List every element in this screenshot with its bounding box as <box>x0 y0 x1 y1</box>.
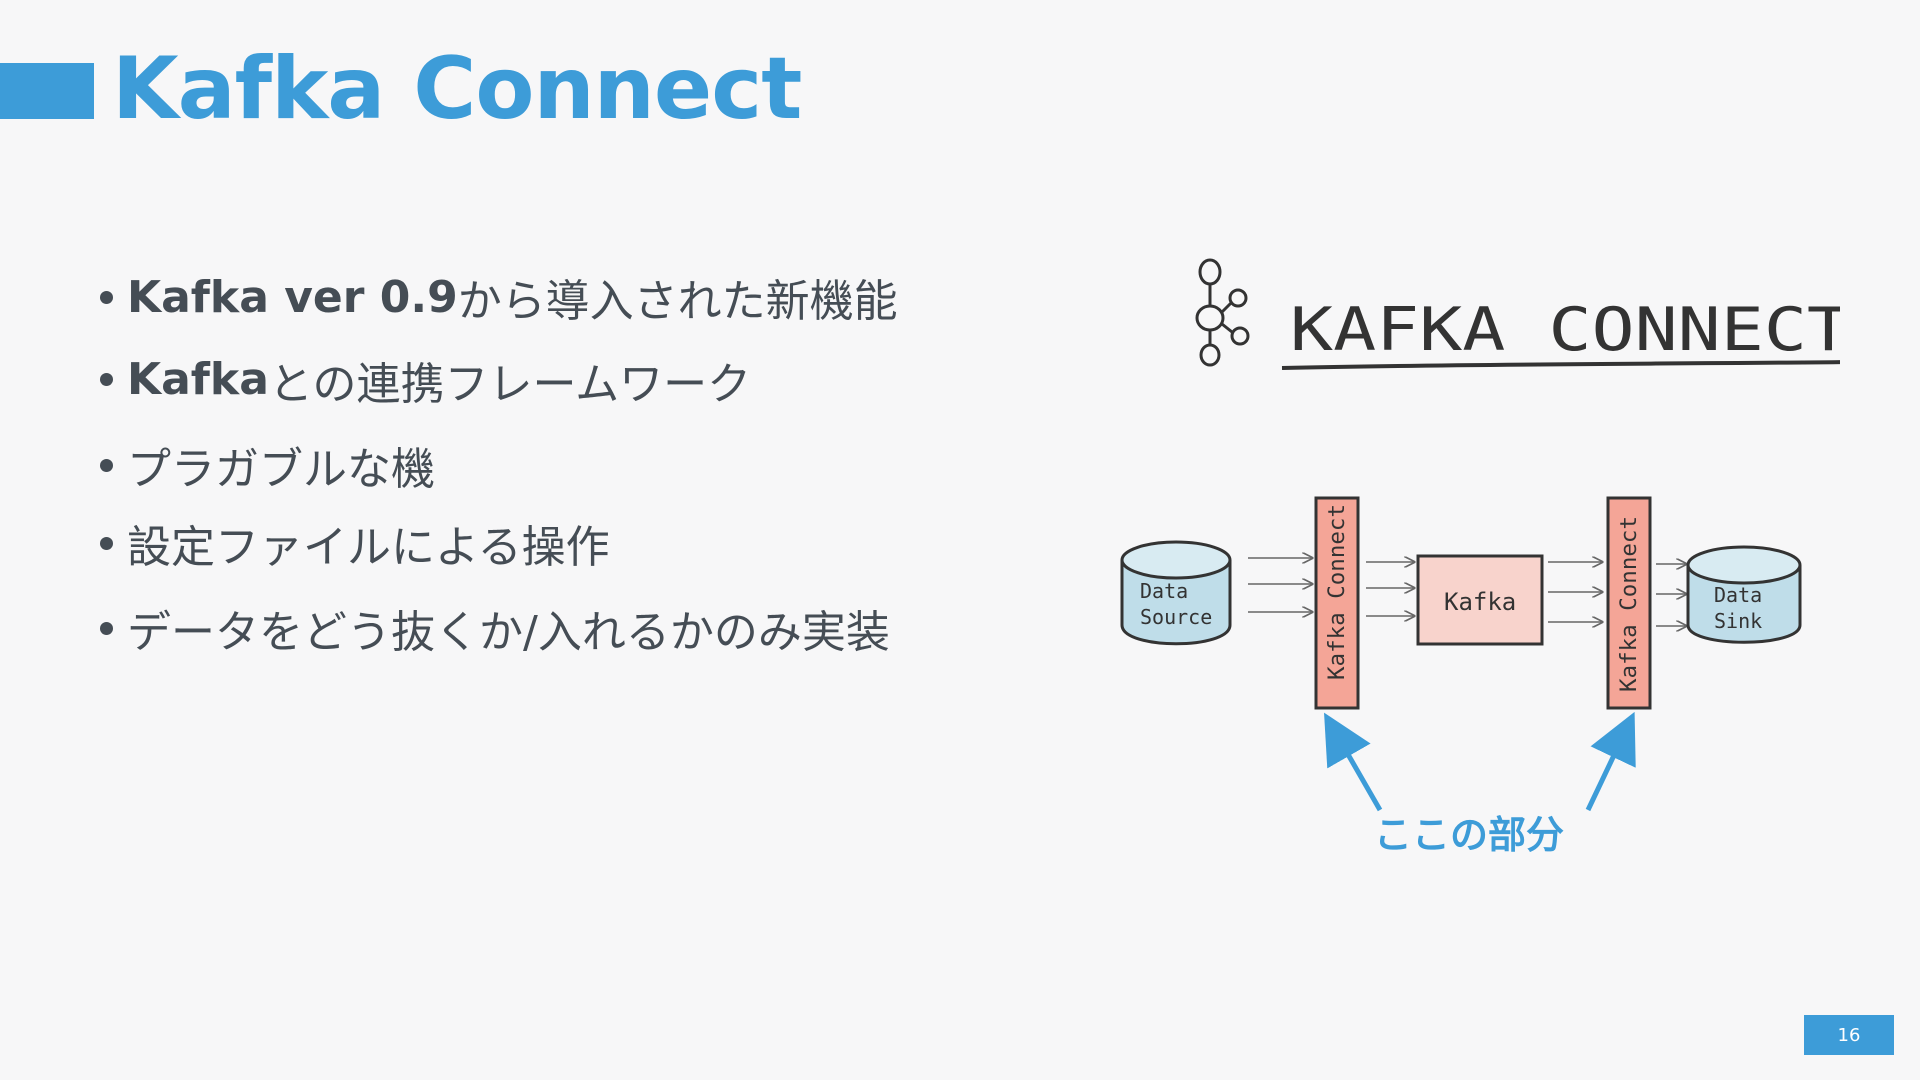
bullet-item: 設定ファイルによる操作 <box>100 503 898 583</box>
bullet-text: プラガブルな機 <box>127 444 435 495</box>
bullet-item: プラガブルな機 <box>100 427 898 503</box>
data-source-store: Data Source <box>1120 540 1232 646</box>
data-sink-label-line1: Data <box>1714 583 1762 607</box>
logo-text: KAFKA CONNECT <box>1290 295 1840 365</box>
bullet-strong-text: Kafka ver 0.9 <box>127 271 458 323</box>
sink-arrows <box>1656 564 1686 626</box>
data-source-label-line1: Data <box>1140 579 1188 603</box>
kafka-box-label: Kafka <box>1444 588 1516 616</box>
callout-label: ここの部分 <box>1374 813 1564 857</box>
data-sink-store: Data Sink <box>1686 545 1802 644</box>
bullet-text: から導入された新機能 <box>457 276 898 327</box>
connector-to-kafka-arrows <box>1366 562 1414 616</box>
left-connector: Kafka Connect <box>1314 496 1360 710</box>
kafka-to-connector-arrows <box>1548 562 1602 622</box>
kafka-logo-icon <box>1195 258 1250 367</box>
kafka-broker-box: Kafka <box>1416 554 1544 646</box>
slide-title: Kafka Connect <box>112 39 802 139</box>
data-sink-label-line2: Sink <box>1714 609 1762 633</box>
data-source-label-line2: Source <box>1140 605 1212 629</box>
bullet-text: との連携フレームワーク <box>268 358 752 410</box>
callout-arrows <box>1324 711 1636 812</box>
source-arrows <box>1248 558 1312 612</box>
bullet-dot-icon <box>100 290 113 304</box>
logo-underline <box>1281 360 1840 370</box>
kafka-connect-illustration: KAFKA CONNECT Data Source Kafka Connect … <box>1120 258 1840 857</box>
bullet-dot-icon <box>100 536 113 550</box>
bullet-strong-text: Kafka <box>127 354 269 405</box>
page-number: 16 <box>1804 1015 1894 1055</box>
bullet-text: 設定ファイルによる操作 <box>127 522 610 573</box>
title-accent-bar <box>0 63 94 119</box>
bullet-dot-icon <box>100 458 113 472</box>
bullet-item: データをどう抜くか/入れるかのみ実装 <box>100 583 898 673</box>
right-connector-label: Kafka Connect <box>1617 516 1642 692</box>
bullet-dot-icon <box>100 373 113 386</box>
bullet-dot-icon <box>100 621 113 635</box>
left-connector-label: Kafka Connect <box>1325 504 1350 680</box>
bullet-text: データをどう抜くか/入れるかのみ実装 <box>127 607 890 658</box>
right-connector: Kafka Connect <box>1606 496 1652 710</box>
